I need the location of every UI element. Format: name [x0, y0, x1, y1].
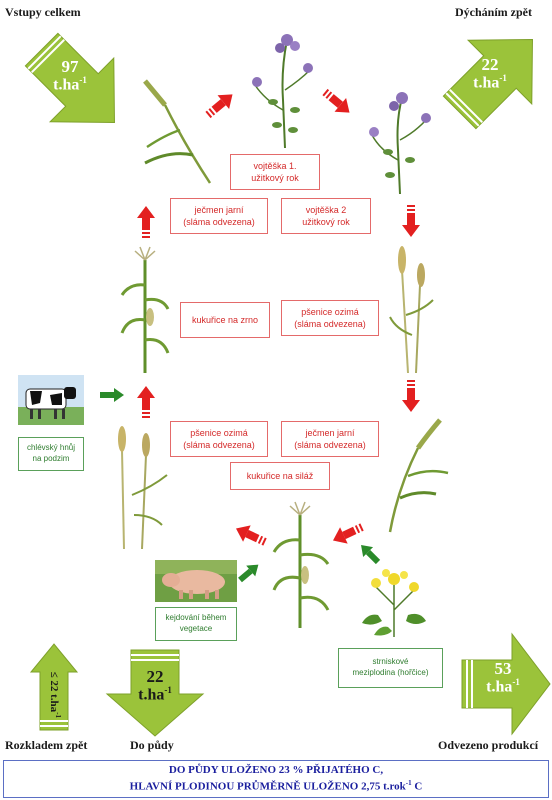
- crop-alfalfa-1: vojtěška 1.užitkový rok: [230, 154, 320, 190]
- arrow-wheat-to-barley: [402, 380, 420, 412]
- arrow-alfalfa-to-alfalfa: [319, 85, 356, 120]
- pig-photo: [155, 560, 237, 602]
- cow-icon: [18, 387, 84, 425]
- arrow-alfalfa2-to-wheat: [402, 205, 420, 237]
- inputs-arrow: [24, 32, 115, 123]
- respiration-arrow: [442, 39, 533, 130]
- removed-label: Odvezeno produkcí: [438, 738, 539, 752]
- crop-barley-spring-bottom: ječmen jarní(sláma odvezena): [281, 421, 379, 457]
- inputs-arrow-value: 97 t.ha-1: [53, 57, 87, 94]
- to-soil-arrow: [105, 649, 205, 737]
- arrow-maize-to-wheat: [232, 520, 269, 551]
- wheat-plant-left: [118, 426, 168, 550]
- summary-line-1: DO PŮDY ULOŽENO 23 % PŘIJATÉHO C,: [168, 764, 384, 777]
- crop-wheat-winter-bottom: pšenice ozimá(sláma odvezena): [170, 421, 268, 457]
- crop-barley-spring-top: ječmen jarní(sláma odvezena): [170, 198, 268, 234]
- wheat-plant-right: [389, 246, 434, 374]
- arrow-maize-to-barley: [137, 206, 155, 238]
- summary-footer: DO PŮDY ULOŽENO 23 % PŘIJATÉHO C, HLAVNÍ…: [3, 760, 549, 798]
- mustard-plant: [362, 569, 426, 637]
- arrow-wheat-to-maize: [137, 386, 155, 418]
- cycle-arrows: [100, 85, 420, 586]
- arrow-catch-crop-input: [356, 540, 383, 567]
- respiration-arrow-value: 22 t.ha-1: [473, 55, 507, 92]
- maize-plant-left: [120, 246, 170, 373]
- summary-line-2: HLAVNÍ PLODINOU PRŮMĚRNĚ ULOŽENO 2,75 t.…: [129, 778, 423, 793]
- barley-plant-top-left: [143, 79, 212, 184]
- removed-arrow: [461, 632, 551, 736]
- inputs-label: Vstupy celkem: [5, 5, 81, 19]
- removed-arrow-value: 53 t.ha-1: [486, 659, 520, 696]
- to-soil-label: Do půdy: [130, 738, 174, 752]
- alfalfa-plant-right: [369, 92, 431, 195]
- arrow-barley-to-alfalfa: [202, 87, 239, 122]
- pig-icon: [155, 560, 237, 599]
- crop-maize-grain: kukuřice na zrno: [180, 302, 270, 338]
- crop-maize-silage: kukuřice na siláž: [230, 462, 330, 490]
- to-soil-arrow-value: 22 t.ha-1: [138, 667, 172, 704]
- arrow-slurry-input: [235, 559, 263, 586]
- arrow-manure-input: [100, 388, 124, 402]
- maize-plant-bottom: [272, 501, 330, 628]
- arrow-barley-to-maize: [329, 518, 366, 549]
- barley-plant-right: [388, 418, 449, 533]
- respiration-label: Dýcháním zpět: [455, 5, 532, 19]
- decomposition-arrow: [29, 643, 79, 731]
- decomposition-label: Rozkladem zpět: [5, 738, 88, 752]
- cow-photo: [18, 375, 84, 425]
- alfalfa-plant-top: [252, 34, 313, 149]
- crop-wheat-winter-top: pšenice ozimá(sláma odvezena): [281, 300, 379, 336]
